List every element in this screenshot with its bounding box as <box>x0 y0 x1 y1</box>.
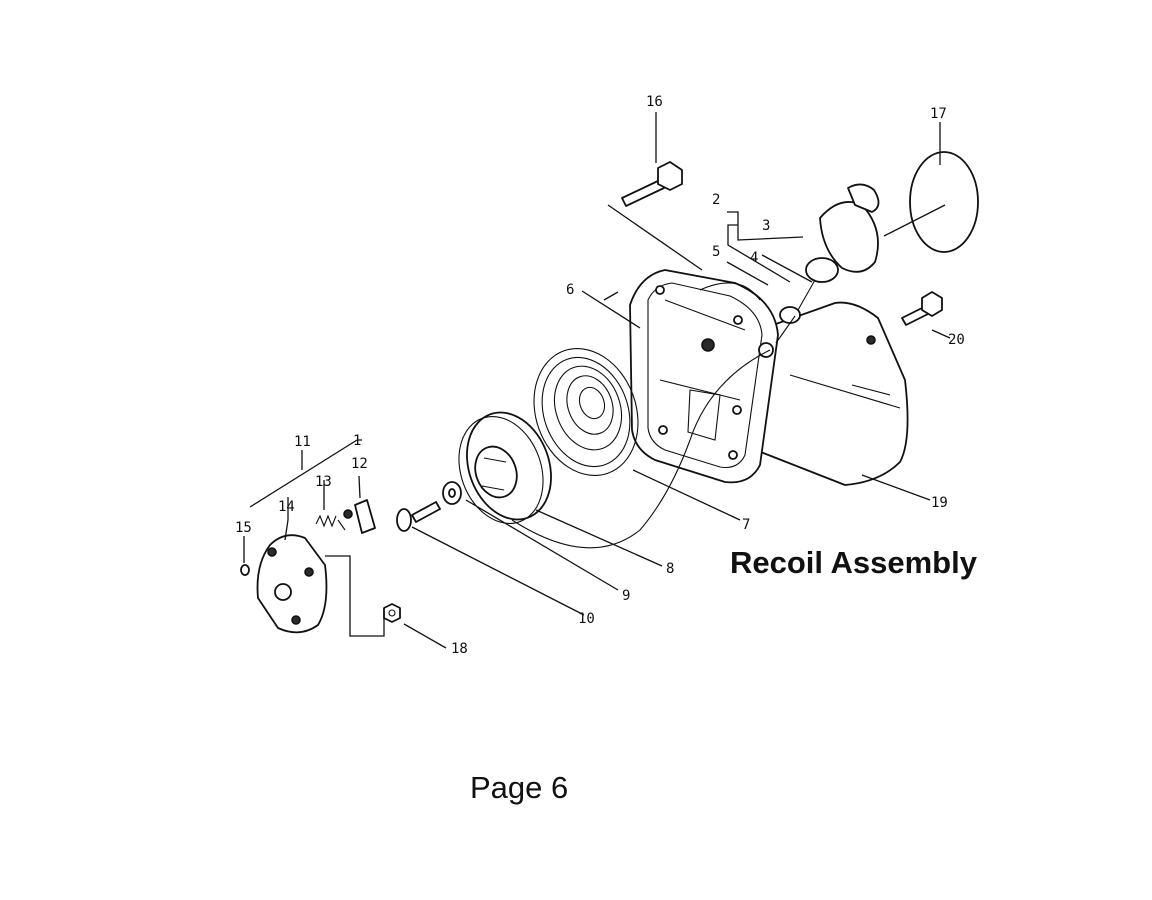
part-number-20: 20 <box>948 332 965 348</box>
part-number-18: 18 <box>451 641 468 657</box>
diagram-caption: Recoil Assembly <box>730 545 977 580</box>
part-number-7: 7 <box>742 517 750 533</box>
page-number: Page 6 <box>470 770 569 805</box>
part-number-11: 11 <box>294 434 311 450</box>
decal-17 <box>909 151 979 253</box>
ratchet-plate-14 <box>256 534 328 634</box>
center-screw-10 <box>396 501 441 532</box>
part-number-19: 19 <box>931 495 948 511</box>
part-number-2: 2 <box>712 192 720 208</box>
part-number-14: 14 <box>278 499 295 515</box>
rope-guide-5 <box>779 306 801 324</box>
pin-15 <box>240 564 250 576</box>
part-number-13: 13 <box>315 474 332 490</box>
handle-insert-2 <box>847 183 880 213</box>
ratchet-spring-13 <box>315 514 346 531</box>
housing-bolt-16 <box>621 161 683 207</box>
part-number-3: 3 <box>762 218 770 234</box>
part-number-16: 16 <box>646 94 663 110</box>
part-number-labels: 1 2 3 4 5 6 7 8 9 10 11 12 13 14 15 16 1… <box>235 94 965 657</box>
part-number-8: 8 <box>666 561 674 577</box>
pawl-12 <box>343 499 376 534</box>
leader-lines <box>243 112 951 649</box>
part-number-6: 6 <box>566 282 574 298</box>
plate-bolt-20 <box>901 291 943 326</box>
starter-housing-6 <box>629 269 779 484</box>
handle-grip-4 <box>805 257 839 283</box>
part-number-4: 4 <box>750 250 758 266</box>
nut-18 <box>383 603 401 623</box>
handle-assembly <box>775 183 880 344</box>
part-number-17: 17 <box>930 106 947 122</box>
part-number-9: 9 <box>622 588 630 604</box>
starter-handle-3 <box>819 201 879 273</box>
mounting-plate-19 <box>744 301 909 486</box>
part-number-5: 5 <box>712 244 720 260</box>
rope-pulley-8 <box>458 411 552 525</box>
recoil-spring-7 <box>533 348 639 476</box>
part-number-12: 12 <box>351 456 368 472</box>
part-number-10: 10 <box>578 611 595 627</box>
washer-9 <box>442 481 462 505</box>
part-number-15: 15 <box>235 520 252 536</box>
part-number-1: 1 <box>353 433 361 449</box>
starter-rope <box>511 349 771 549</box>
